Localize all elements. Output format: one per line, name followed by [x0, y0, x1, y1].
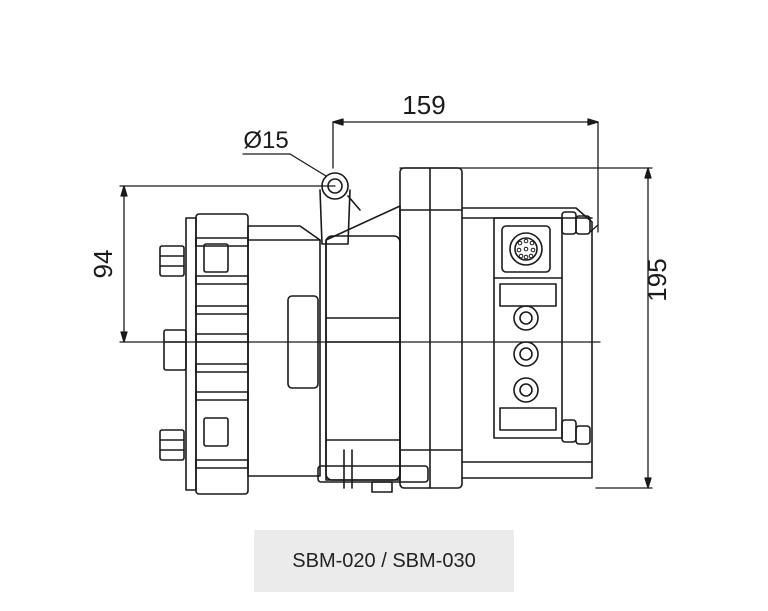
height-dimension-label: 195 [642, 258, 672, 301]
width-dimension-label: 159 [402, 90, 445, 120]
height-dimension [399, 167, 653, 489]
caption-box: SBM-020 / SBM-030 [254, 530, 514, 592]
main-housing [317, 167, 593, 493]
lifting-eye [319, 172, 361, 245]
width-dimension [332, 118, 599, 233]
adapter-body [247, 225, 321, 477]
connector-panel [493, 211, 591, 445]
model-caption: SBM-020 / SBM-030 [292, 549, 476, 572]
offset-dimension-label: 94 [88, 250, 118, 279]
hole-diameter-label: Ø15 [243, 127, 288, 154]
hole-leader [242, 153, 327, 177]
connector-pins [516, 238, 536, 260]
rear-flange [159, 213, 249, 495]
